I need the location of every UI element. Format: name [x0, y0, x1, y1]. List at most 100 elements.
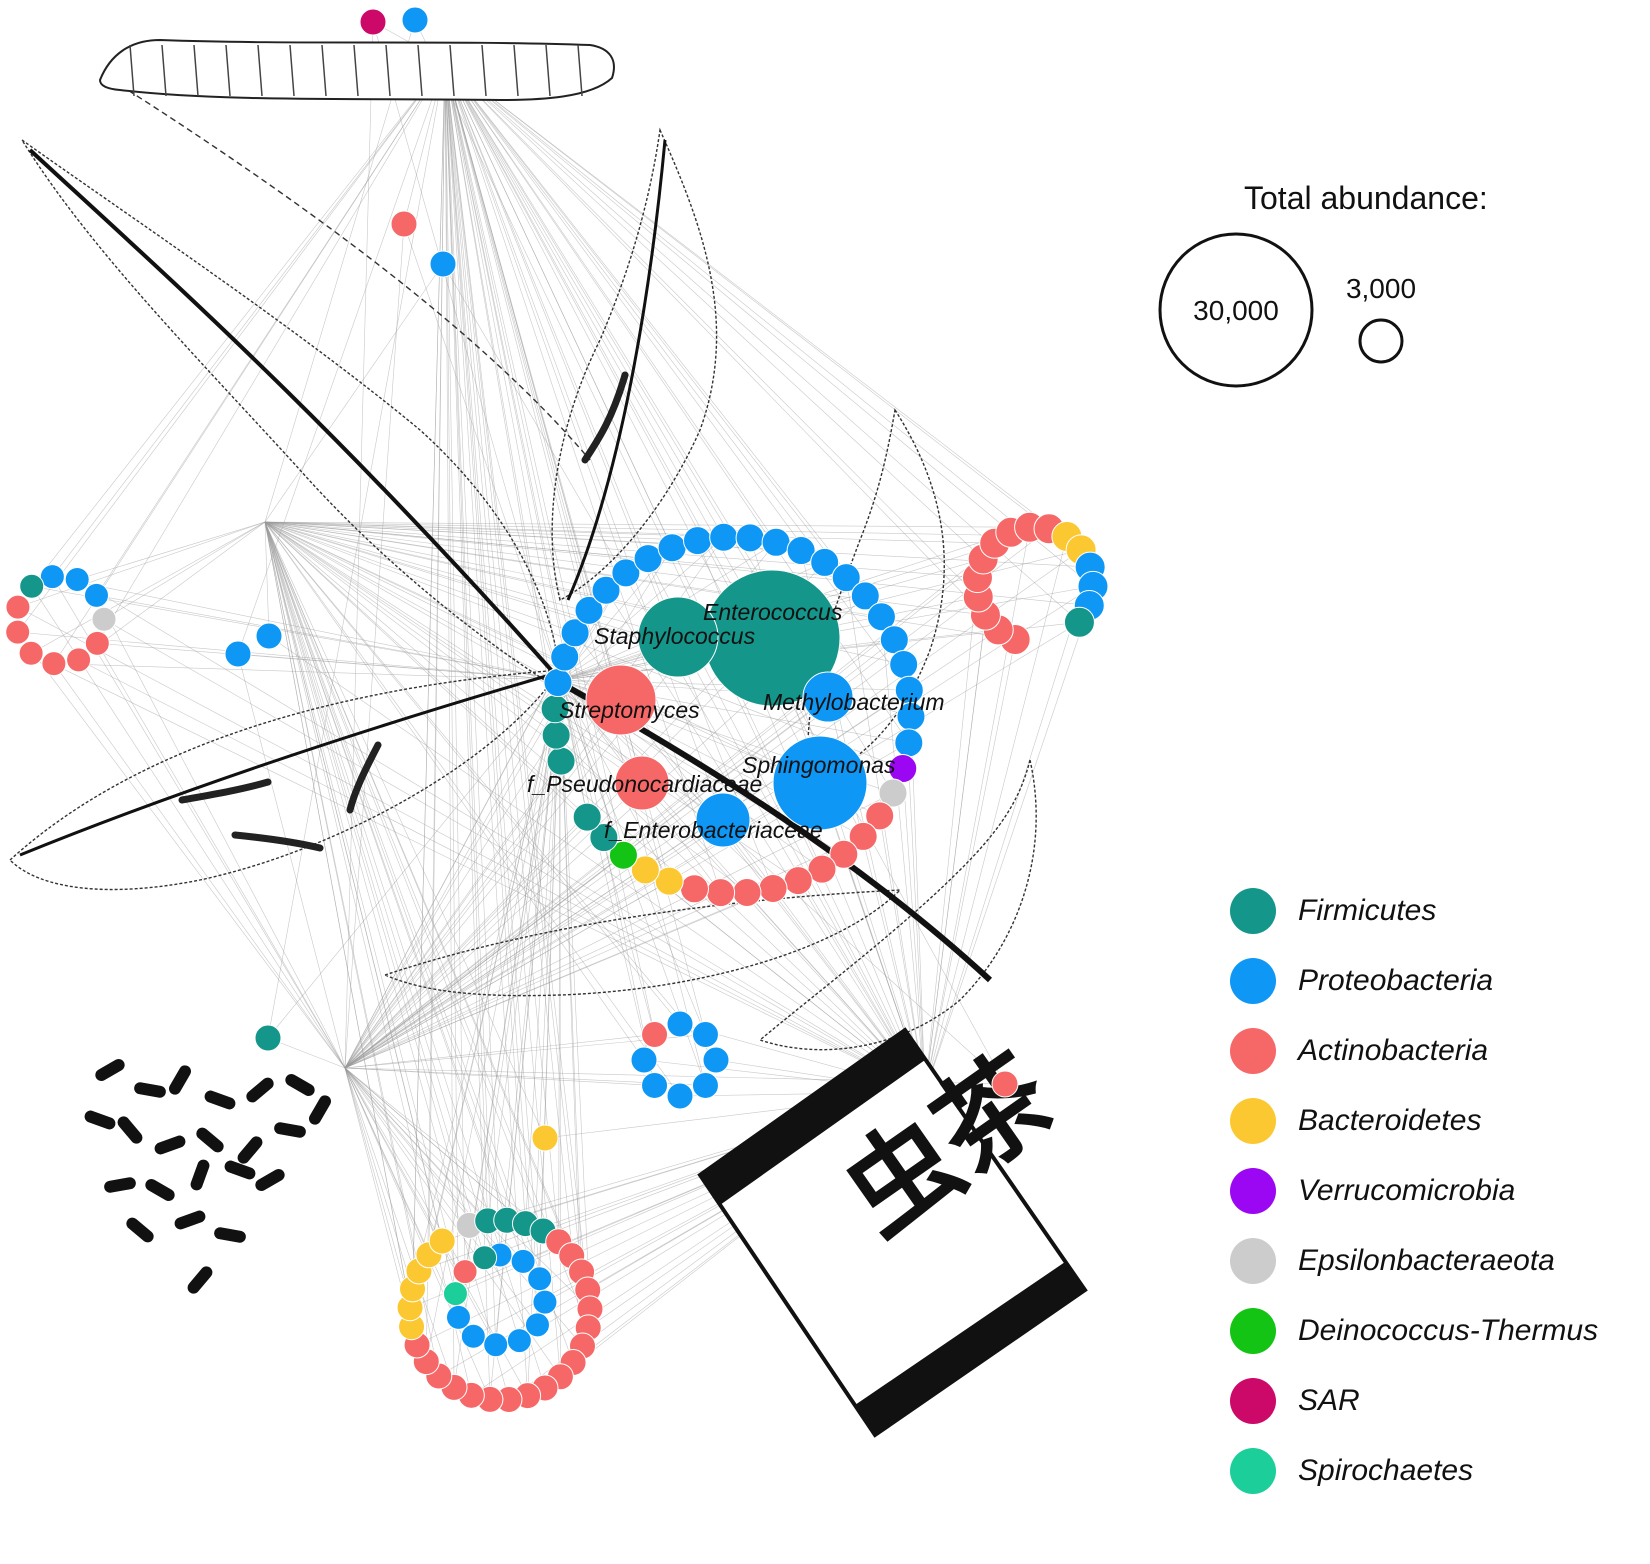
network-edge	[924, 605, 1090, 1093]
network-edge	[264, 521, 474, 1337]
otu-node-epsilonbacteraeota	[878, 778, 908, 808]
network-edge	[264, 521, 1016, 640]
network-edge	[444, 61, 491, 1400]
network-edge	[344, 21, 374, 1069]
network-edge	[78, 659, 926, 1093]
larva-segment	[193, 44, 199, 97]
frass-pellets-icon	[84, 1059, 331, 1294]
network-edge	[444, 61, 526, 1224]
network-edge	[344, 528, 1050, 1069]
network-edge	[264, 521, 411, 1308]
network-edge	[53, 663, 346, 1069]
label-pseudonocardiaceae: f_Pseudonocardiaceae	[527, 771, 762, 797]
network-edge	[264, 521, 508, 1221]
frass-pellet	[237, 1136, 263, 1164]
otu-node-proteobacteria	[574, 595, 604, 625]
network-edge	[344, 629, 999, 1069]
legend-label: Bacteroidetes	[1298, 1104, 1482, 1137]
network-edge	[264, 521, 576, 634]
otu-node-firmicutes	[637, 596, 719, 678]
otu-node-proteobacteria	[831, 563, 861, 593]
legend-label: Spirochaetes	[1298, 1454, 1474, 1487]
otu-node-actinobacteria	[585, 664, 657, 736]
otu-node-sar	[359, 8, 387, 36]
otu-node-proteobacteria	[850, 581, 880, 611]
network-edge	[444, 61, 497, 1345]
network-nodes	[5, 6, 1109, 1414]
legend-item-actinobacteria: Actinobacteria	[1230, 1028, 1488, 1074]
abundance-legend-title: Total abundance:	[1244, 180, 1488, 216]
network-edge	[344, 1067, 496, 1345]
otu-node-actinobacteria	[452, 1259, 478, 1285]
frass-pellet	[214, 1227, 246, 1243]
network-edge	[344, 1067, 540, 1279]
network-edge	[559, 679, 583, 1347]
network-edge	[344, 223, 405, 1069]
network-edge	[444, 61, 679, 638]
network-edge	[444, 61, 565, 658]
otu-node-proteobacteria	[460, 1323, 486, 1349]
network-edge	[103, 521, 266, 620]
network-edge	[344, 792, 894, 1069]
frass-pellet	[104, 1177, 136, 1193]
otu-node-proteobacteria	[879, 625, 909, 655]
network-edge	[264, 521, 645, 1061]
network-edge	[444, 61, 1094, 587]
legend-label: Epsilonbacteraeota	[1298, 1244, 1555, 1277]
network-edge	[444, 61, 655, 1086]
network-edge	[444, 61, 1011, 533]
otu-node-proteobacteria	[695, 792, 751, 848]
network-edge	[444, 61, 583, 1347]
lower-leaf-midrib	[19, 670, 561, 857]
otu-node-proteobacteria	[691, 1071, 719, 1099]
otu-node-proteobacteria	[255, 622, 283, 650]
legend-swatch	[1230, 1448, 1276, 1494]
abundance-size-legend: 30,000 3,000	[1158, 232, 1416, 388]
otu-node-actinobacteria	[641, 1021, 669, 1049]
network-edge	[237, 61, 446, 655]
network-edge	[444, 61, 624, 856]
legend-item-sar: SAR	[1230, 1378, 1360, 1424]
lower-right-leaf-outline	[758, 759, 1037, 1051]
otu-node-firmicutes	[472, 1245, 498, 1271]
legend-swatch	[1230, 1098, 1276, 1144]
network-edge	[344, 1067, 655, 1086]
network-edge	[264, 521, 546, 1139]
otu-node-firmicutes	[589, 823, 619, 853]
network-edge	[264, 521, 643, 784]
network-edge	[444, 61, 455, 1388]
network-edge	[344, 547, 673, 1069]
larva-segment	[481, 44, 487, 97]
network-edge	[97, 643, 346, 1069]
network-edge	[344, 892, 721, 1069]
network-edge	[444, 61, 1050, 529]
network-edge	[264, 521, 681, 1025]
network-edge	[444, 61, 999, 631]
network-edge	[444, 61, 1082, 551]
otu-node-epsilonbacteraeota	[91, 606, 117, 632]
network-edge	[444, 61, 590, 611]
label-enterococcus: Enterococcus	[703, 599, 843, 625]
network-edge	[910, 716, 926, 1093]
frass-pellet	[134, 1082, 166, 1098]
otu-node-actinobacteria	[865, 801, 895, 831]
network-edge	[444, 61, 823, 870]
network-edge	[444, 61, 979, 598]
otu-node-firmicutes	[1063, 606, 1095, 638]
size-legend-large-label: 30,000	[1193, 295, 1279, 326]
legend-swatch	[1230, 1378, 1276, 1424]
network-edge	[264, 521, 903, 769]
network-edge	[444, 61, 528, 1396]
network-edge	[499, 679, 561, 1256]
frass-pellet	[204, 1090, 236, 1110]
otu-node-proteobacteria	[666, 1010, 694, 1038]
label-sphingomonas: Sphingomonas	[742, 752, 896, 778]
otu-node-actinobacteria	[390, 210, 418, 238]
otu-node-deinococcus-thermus	[608, 840, 638, 870]
label-methylobacterium: Methylobacterium	[763, 689, 945, 715]
network-edge	[52, 576, 346, 1069]
network-edge	[444, 61, 627, 573]
network-edge	[344, 637, 773, 1069]
frass-pellet	[255, 1169, 285, 1191]
otu-node-actinobacteria	[5, 619, 31, 645]
